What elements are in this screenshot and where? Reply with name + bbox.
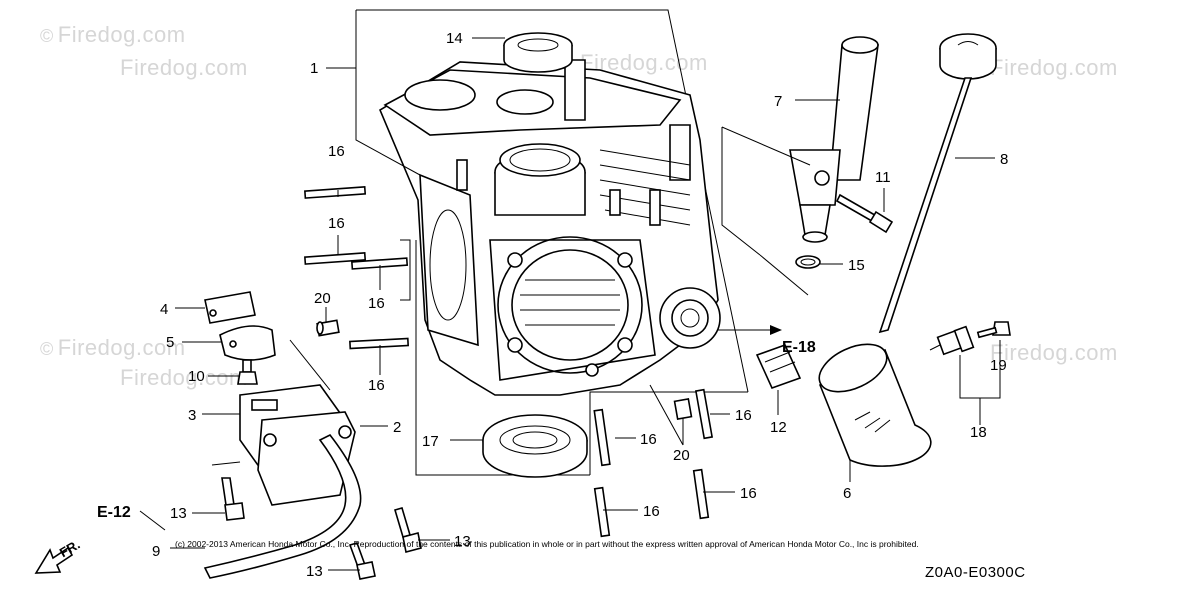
callout-16: 16 <box>740 485 757 502</box>
dipstick-8 <box>878 33 997 334</box>
bolt-19 <box>976 321 1011 339</box>
breather-tube-9 <box>203 433 362 579</box>
cover-4 <box>204 291 256 324</box>
callout-16: 16 <box>368 377 385 394</box>
stud-16 <box>692 468 710 520</box>
stud-16 <box>304 186 367 199</box>
callout-14: 14 <box>446 30 463 47</box>
bearing-17 <box>482 414 588 478</box>
stud-16 <box>304 252 367 265</box>
watermark: Firedog.com <box>990 55 1118 80</box>
copyright-notice: (c) 2002-2013 American Honda Motor Co., … <box>175 539 919 549</box>
watermark: Firedog.com <box>120 365 248 390</box>
callout-20: 20 <box>314 290 331 307</box>
callout-16: 16 <box>328 143 345 160</box>
callout-16: 16 <box>640 431 657 448</box>
callout-13: 13 <box>454 533 471 550</box>
bolt-13 <box>221 477 245 521</box>
ref-e18[interactable]: E-18 <box>782 339 816 356</box>
stud-16 <box>694 388 714 440</box>
oil-switch-18 <box>929 325 975 356</box>
watermark: Firedog.com <box>990 340 1118 365</box>
oil-filter-6 <box>818 343 932 467</box>
callout-3: 3 <box>188 407 196 424</box>
callout-16: 16 <box>368 295 385 312</box>
callout-16: 16 <box>328 215 345 232</box>
watermark: Firedog.com <box>120 55 248 80</box>
stud-16 <box>593 408 611 467</box>
arrow-e18-icon <box>770 325 782 335</box>
dowel-20 <box>316 319 340 337</box>
callout-11: 11 <box>875 169 891 186</box>
callout-13: 13 <box>170 505 187 522</box>
callout-9: 9 <box>152 543 160 560</box>
callout-13: 13 <box>306 563 323 580</box>
o-ring-15 <box>795 255 821 269</box>
callout-7: 7 <box>774 93 782 110</box>
crankcase-part <box>378 59 721 396</box>
bolt-11 <box>835 193 894 234</box>
stud-16 <box>593 486 611 538</box>
callout-15: 15 <box>848 257 865 274</box>
callout-19: 19 <box>990 357 1007 374</box>
callout-18: 18 <box>970 424 987 441</box>
callout-2: 2 <box>393 419 401 436</box>
callout-5: 5 <box>166 334 174 351</box>
callout-4: 4 <box>160 301 168 318</box>
callout-16: 16 <box>735 407 752 424</box>
callout-20: 20 <box>673 447 690 464</box>
dowel-20 <box>673 397 693 421</box>
cover-5 <box>219 325 276 361</box>
callout-12: 12 <box>770 419 787 436</box>
oil-filler-tube-7 <box>789 36 879 243</box>
callout-16: 16 <box>643 503 660 520</box>
bolt-10 <box>237 359 258 385</box>
callout-6: 6 <box>843 485 851 502</box>
bolt-13 <box>394 507 422 553</box>
oil-seal-14 <box>503 32 573 73</box>
callout-17: 17 <box>422 433 439 450</box>
bolt-13 <box>348 542 376 580</box>
callout-1: 1 <box>310 60 318 77</box>
watermark: ©Firedog.com <box>40 335 186 360</box>
leader-lines <box>139 37 1001 571</box>
ref-e12[interactable]: E-12 <box>97 504 131 521</box>
filter-nipple-12 <box>755 343 802 390</box>
stud-16 <box>349 337 410 350</box>
watermark: ©Firedog.com <box>40 22 186 47</box>
callout-10: 10 <box>188 368 205 385</box>
diagram-code: Z0A0-E0300C <box>925 564 1026 581</box>
front-direction-arrow-icon <box>34 546 74 574</box>
callout-8: 8 <box>1000 151 1008 168</box>
